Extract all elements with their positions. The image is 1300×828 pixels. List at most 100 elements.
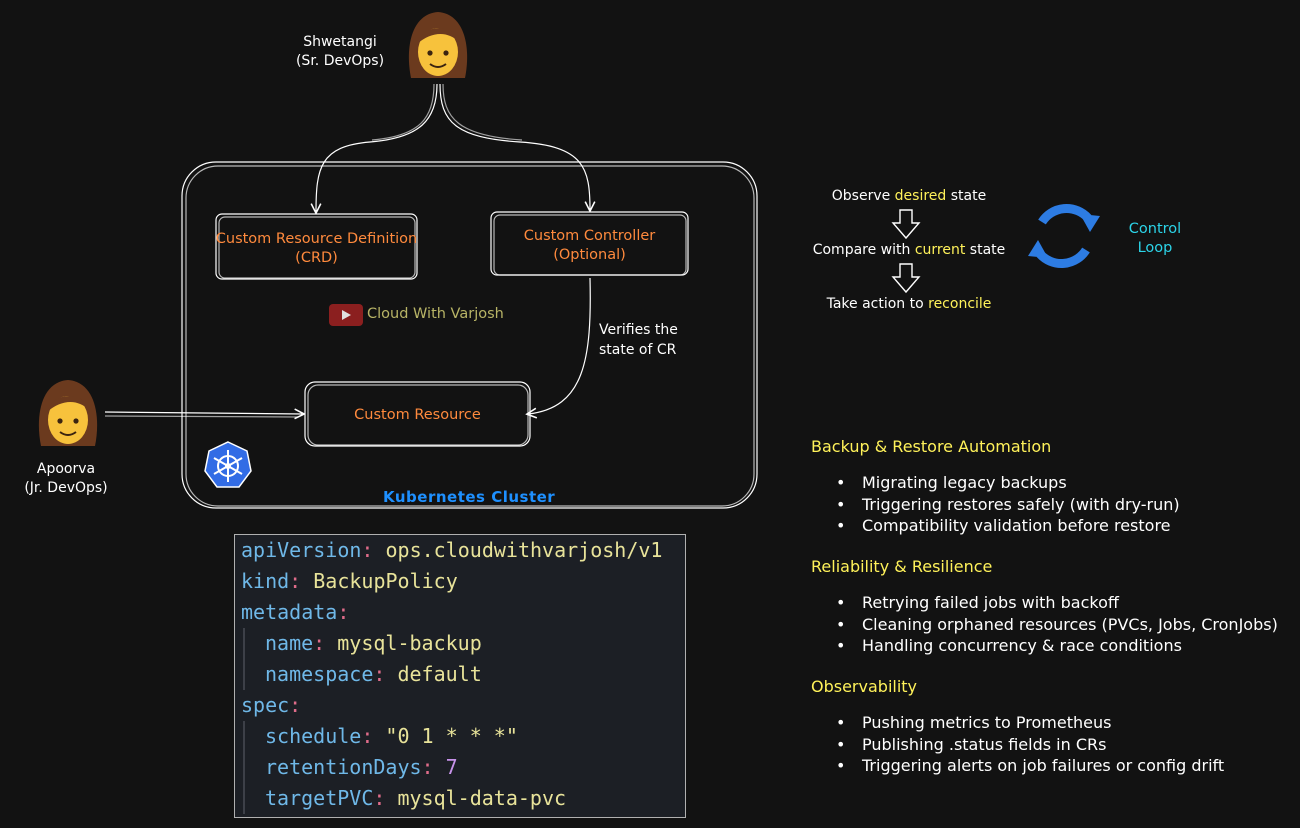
bullet-list: • Migrating legacy backups • Triggering re…	[836, 472, 1180, 537]
bullet-list: •Pushing metrics to Prometheus •Publishi…	[836, 712, 1224, 777]
cluster-label: Kubernetes Cluster	[383, 488, 556, 506]
bullet-icon: •	[836, 713, 846, 732]
code-colon: :	[337, 600, 350, 624]
senior-label: Shwetangi (Sr. DevOps)	[285, 33, 395, 71]
loop-step-reconcile: Take action to reconcile	[806, 296, 1012, 312]
cluster-boundary	[181, 161, 758, 509]
verify-arrow	[528, 277, 591, 414]
list-item-text: Cleaning orphaned resources (PVCs, Jobs,…	[862, 614, 1278, 634]
loop-step-text: Compare with	[812, 242, 915, 258]
bullet-icon: •	[836, 756, 846, 775]
list-item: • Handling concurrency & race conditions	[836, 635, 1278, 657]
list-item: •Triggering alerts on job failures or co…	[836, 755, 1224, 777]
code-key: kind	[241, 569, 290, 593]
code-line: apiVersion: ops.cloudwithvarjosh/v1	[241, 535, 662, 566]
code-line: targetPVC: mysql-data-pvc	[265, 783, 566, 814]
verify-note: Verifies the state of CR	[599, 320, 678, 360]
code-colon: :	[373, 662, 386, 686]
bullet-icon: •	[836, 473, 846, 492]
code-line: name: mysql-backup	[265, 628, 482, 659]
bullet-icon: •	[836, 593, 846, 612]
code-line: metadata:	[241, 597, 349, 628]
code-colon: :	[361, 724, 374, 748]
bullet-icon: •	[836, 494, 846, 514]
controller-note: (Optional)	[553, 247, 626, 263]
youtube-icon	[329, 304, 363, 326]
loop-step-compare: Compare with current state	[806, 242, 1012, 258]
list-item: • Migrating legacy backups	[836, 472, 1180, 494]
list-item-text: Migrating legacy backups	[862, 473, 1067, 492]
custom-resource-box[interactable]: Custom Resource	[305, 406, 530, 425]
section-backup: Backup & Restore Automation • Migrating l…	[811, 437, 1180, 537]
control-loop-label-line-2: Loop	[1137, 240, 1173, 256]
controller-box[interactable]: Custom Controller (Optional)	[491, 227, 688, 265]
crd-title: Custom Resource Definition	[215, 231, 418, 247]
bullet-icon: •	[836, 614, 846, 634]
code-value: ops.cloudwithvarjosh/v1	[385, 538, 663, 562]
bullet-icon: •	[836, 734, 846, 754]
list-item: • Triggering restores safely (with dry-ru…	[836, 494, 1180, 516]
section-title: Backup & Restore Automation	[811, 437, 1052, 456]
senior-role: (Sr. DevOps)	[295, 53, 385, 69]
owner-arrows	[316, 83, 590, 212]
code-line: retentionDays: 7	[265, 752, 458, 783]
code-line: spec:	[241, 690, 301, 721]
controller-title: Custom Controller	[523, 228, 656, 244]
verify-line-2: state of CR	[599, 342, 677, 358]
yaml-code-panel: apiVersion: ops.cloudwithvarjosh/v1 kind…	[234, 534, 686, 818]
woman-icon	[38, 380, 98, 446]
watermark-text: Cloud With Varjosh	[367, 306, 504, 322]
code-key: targetPVC	[265, 786, 374, 810]
bullet-icon: •	[836, 516, 846, 535]
loop-step-text: Observe	[831, 188, 895, 204]
list-item-text: Triggering restores safely (with dry-run…	[862, 494, 1180, 514]
list-item-text: Retrying failed jobs with backoff	[862, 593, 1119, 612]
code-value: mysql-data-pvc	[397, 786, 567, 810]
control-loop-label: Control Loop	[1120, 220, 1190, 258]
code-key: metadata	[241, 600, 338, 624]
code-line: schedule: "0 1 * * *"	[265, 721, 518, 752]
section-title: Reliability & Resilience	[811, 557, 993, 576]
list-item-text: Handling concurrency & race conditions	[862, 636, 1182, 655]
creates-cr-arrow	[104, 412, 303, 417]
code-key: name	[265, 631, 314, 655]
code-key: apiVersion	[241, 538, 362, 562]
code-colon: :	[289, 693, 302, 717]
loop-step-text: state	[965, 242, 1006, 258]
list-item: • Retrying failed jobs with backoff	[836, 592, 1278, 614]
code-value: 7	[445, 755, 458, 779]
list-item-text: Compatibility validation before restore	[862, 516, 1171, 535]
woman-icon	[408, 12, 468, 78]
code-colon: :	[361, 538, 374, 562]
crd-box[interactable]: Custom Resource Definition (CRD)	[208, 230, 425, 268]
code-value: BackupPolicy	[313, 569, 458, 593]
kubernetes-icon	[204, 441, 252, 488]
code-colon: :	[373, 786, 386, 810]
list-item: • Pushing metrics to Prometheus	[836, 712, 1224, 734]
indent-guide	[243, 721, 245, 814]
loop-step-text: Take action to	[826, 296, 929, 312]
bullet-icon: •	[836, 636, 846, 655]
indent-guide	[243, 628, 245, 690]
junior-name: Apoorva	[36, 461, 96, 477]
loop-step-highlight: current	[914, 242, 966, 258]
verify-line-1: Verifies the	[599, 322, 678, 338]
section-reliability: Reliability & Resilience • Retrying faile…	[811, 557, 1278, 657]
list-item: • Cleaning orphaned resources (PVCs, Jobs…	[836, 614, 1278, 636]
down-arrow-icon	[891, 209, 921, 294]
senior-name: Shwetangi	[303, 34, 377, 50]
junior-label: Apoorva (Jr. DevOps)	[10, 460, 122, 498]
code-colon: :	[289, 569, 302, 593]
code-colon: :	[421, 755, 434, 779]
list-item-text: Pushing metrics to Prometheus	[862, 713, 1112, 732]
loop-step-text: state	[946, 188, 987, 204]
junior-role: (Jr. DevOps)	[24, 480, 108, 496]
list-item: • Compatibility validation before restore	[836, 515, 1180, 537]
crd-abbr: (CRD)	[295, 250, 338, 266]
sync-arrows-icon	[1028, 204, 1100, 268]
code-key: retentionDays	[265, 755, 422, 779]
code-value: "0 1 * * *"	[385, 724, 518, 748]
control-loop-label-line-1: Control	[1128, 221, 1182, 237]
loop-step-observe: Observe desired state	[806, 188, 1012, 204]
cr-title: Custom Resource	[354, 407, 481, 423]
